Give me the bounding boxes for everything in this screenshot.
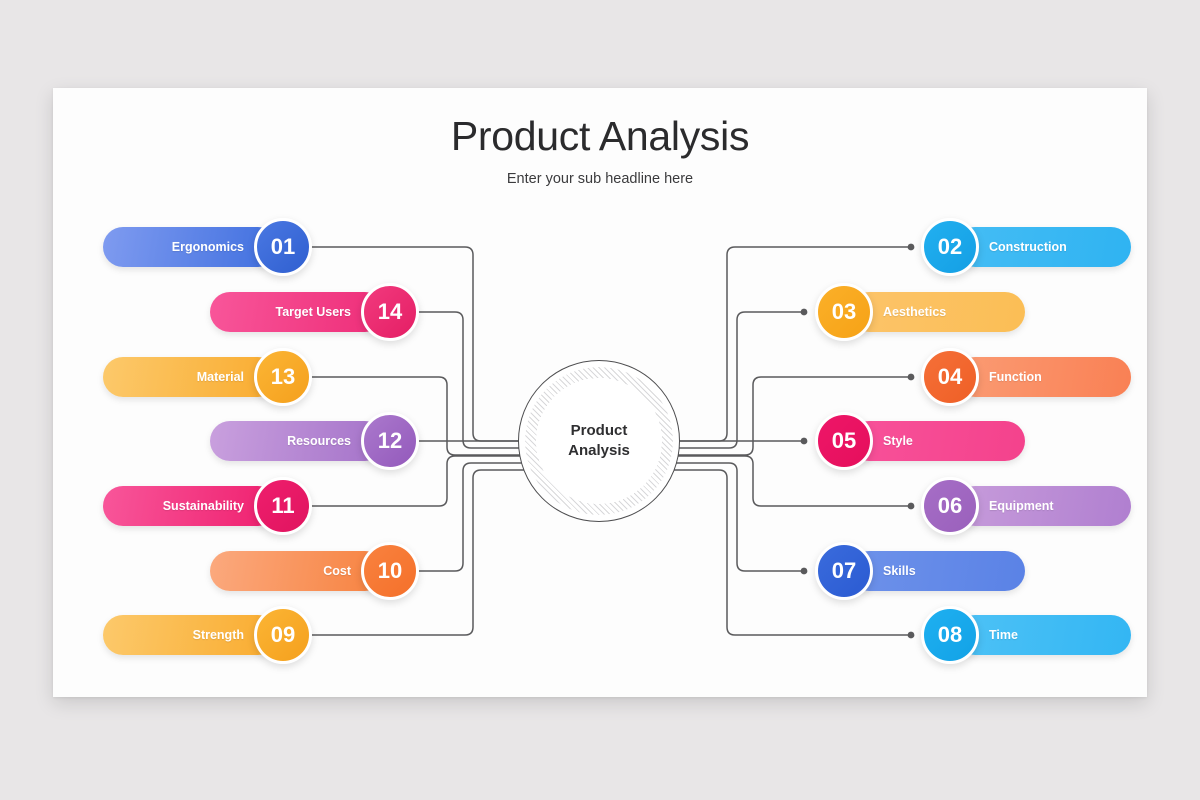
item-pill[interactable]: Skills (849, 551, 1025, 591)
item-pill[interactable]: Sustainability (103, 486, 278, 526)
item-number-badge[interactable]: 14 (361, 283, 419, 341)
item-number-badge[interactable]: 10 (361, 542, 419, 600)
item-label: Function (989, 370, 1042, 384)
item-pill[interactable]: Style (849, 421, 1025, 461)
item-label: Sustainability (162, 499, 244, 513)
item-11-sustainability[interactable]: Sustainability 11 (103, 477, 312, 535)
connector-dot-right-06 (907, 502, 915, 510)
page-title: Product Analysis (450, 113, 750, 159)
item-05-style[interactable]: Style 05 (815, 412, 1025, 470)
item-pill[interactable]: Time (955, 615, 1131, 655)
item-pill[interactable]: Material (103, 357, 278, 397)
item-pill[interactable]: Construction (955, 227, 1131, 267)
page-subtitle: Enter your sub headline here (506, 171, 694, 187)
item-number-badge[interactable]: 05 (815, 412, 873, 470)
item-pill[interactable]: Ergonomics (103, 227, 278, 267)
item-04-function[interactable]: Function 04 (921, 348, 1131, 406)
item-pill[interactable]: Resources (210, 421, 385, 461)
connector-right-03 (624, 311, 805, 449)
item-12-resources[interactable]: Resources 12 (210, 412, 419, 470)
item-number: 08 (937, 622, 963, 647)
connector-left-11 (288, 455, 578, 507)
item-number: 03 (831, 299, 857, 324)
item-label: Ergonomics (171, 240, 244, 254)
item-number: 10 (377, 558, 403, 583)
item-label: Strength (192, 628, 244, 642)
item-02-construction[interactable]: Construction 02 (921, 218, 1131, 276)
item-label: Equipment (989, 499, 1054, 513)
connector-dot-right-08 (907, 631, 915, 639)
item-01-ergonomics[interactable]: Ergonomics 01 (103, 218, 312, 276)
item-number-badge[interactable]: 01 (254, 218, 312, 276)
item-number: 12 (377, 428, 403, 453)
item-number-badge[interactable]: 06 (921, 477, 979, 535)
item-number: 01 (270, 234, 296, 259)
center-hub[interactable]: Product Analysis (518, 360, 680, 522)
connector-right-06 (622, 455, 912, 507)
item-number: 02 (937, 234, 963, 259)
connector-left-09 (288, 469, 574, 636)
connector-left-14 (395, 311, 576, 449)
item-number-badge[interactable]: 08 (921, 606, 979, 664)
item-label: Material (196, 370, 244, 384)
connector-right-07 (624, 462, 805, 572)
item-pill[interactable]: Strength (103, 615, 278, 655)
item-03-aesthetics[interactable]: Aesthetics 03 (815, 283, 1025, 341)
item-13-material[interactable]: Material 13 (103, 348, 312, 406)
item-pill[interactable]: Aesthetics (849, 292, 1025, 332)
item-number-badge[interactable]: 11 (254, 477, 312, 535)
item-number: 13 (270, 364, 296, 389)
connector-left-10 (395, 462, 576, 572)
item-label: Aesthetics (883, 305, 947, 319)
item-number-badge[interactable]: 04 (921, 348, 979, 406)
item-label: Skills (883, 564, 916, 578)
item-08-time[interactable]: Time 08 (921, 606, 1131, 664)
connector-left-13 (288, 376, 578, 456)
item-number-badge[interactable]: 02 (921, 218, 979, 276)
item-number: 14 (377, 299, 403, 324)
item-number: 05 (831, 428, 857, 453)
item-number-badge[interactable]: 07 (815, 542, 873, 600)
item-09-strength[interactable]: Strength 09 (103, 606, 312, 664)
item-pill[interactable]: Target Users (210, 292, 385, 332)
item-number-badge[interactable]: 03 (815, 283, 873, 341)
item-number: 07 (831, 558, 857, 583)
item-06-equipment[interactable]: Equipment 06 (921, 477, 1131, 535)
item-pill[interactable]: Cost (210, 551, 385, 591)
hub-label-line1: Product (570, 421, 628, 439)
item-label: Target Users (275, 305, 352, 319)
slide-card: Product Analysis Enter your sub headline… (53, 88, 1147, 697)
item-10-cost[interactable]: Cost 10 (210, 542, 419, 600)
item-label: Time (989, 628, 1018, 642)
connector-dot-right-03 (800, 308, 808, 316)
item-pill[interactable]: Equipment (955, 486, 1131, 526)
item-label: Style (883, 434, 913, 448)
item-14-target-users[interactable]: Target Users 14 (210, 283, 419, 341)
item-number: 09 (270, 622, 296, 647)
item-number: 06 (937, 493, 963, 518)
item-number: 11 (271, 493, 295, 518)
connector-dot-right-07 (800, 567, 808, 575)
item-07-skills[interactable]: Skills 07 (815, 542, 1025, 600)
item-number-badge[interactable]: 12 (361, 412, 419, 470)
connector-dot-right-05 (800, 437, 808, 445)
item-pill[interactable]: Function (955, 357, 1131, 397)
connector-dot-right-02 (907, 243, 915, 251)
connector-right-08 (626, 469, 912, 636)
item-number-badge[interactable]: 13 (254, 348, 312, 406)
item-number: 04 (937, 364, 963, 389)
connector-right-04 (622, 376, 912, 456)
item-label: Construction (989, 240, 1067, 254)
item-label: Resources (287, 434, 351, 448)
connector-dot-right-04 (907, 373, 915, 381)
item-label: Cost (323, 564, 351, 578)
item-number-badge[interactable]: 09 (254, 606, 312, 664)
hub-label: Product Analysis (568, 421, 630, 462)
hub-label-line2: Analysis (568, 442, 630, 459)
